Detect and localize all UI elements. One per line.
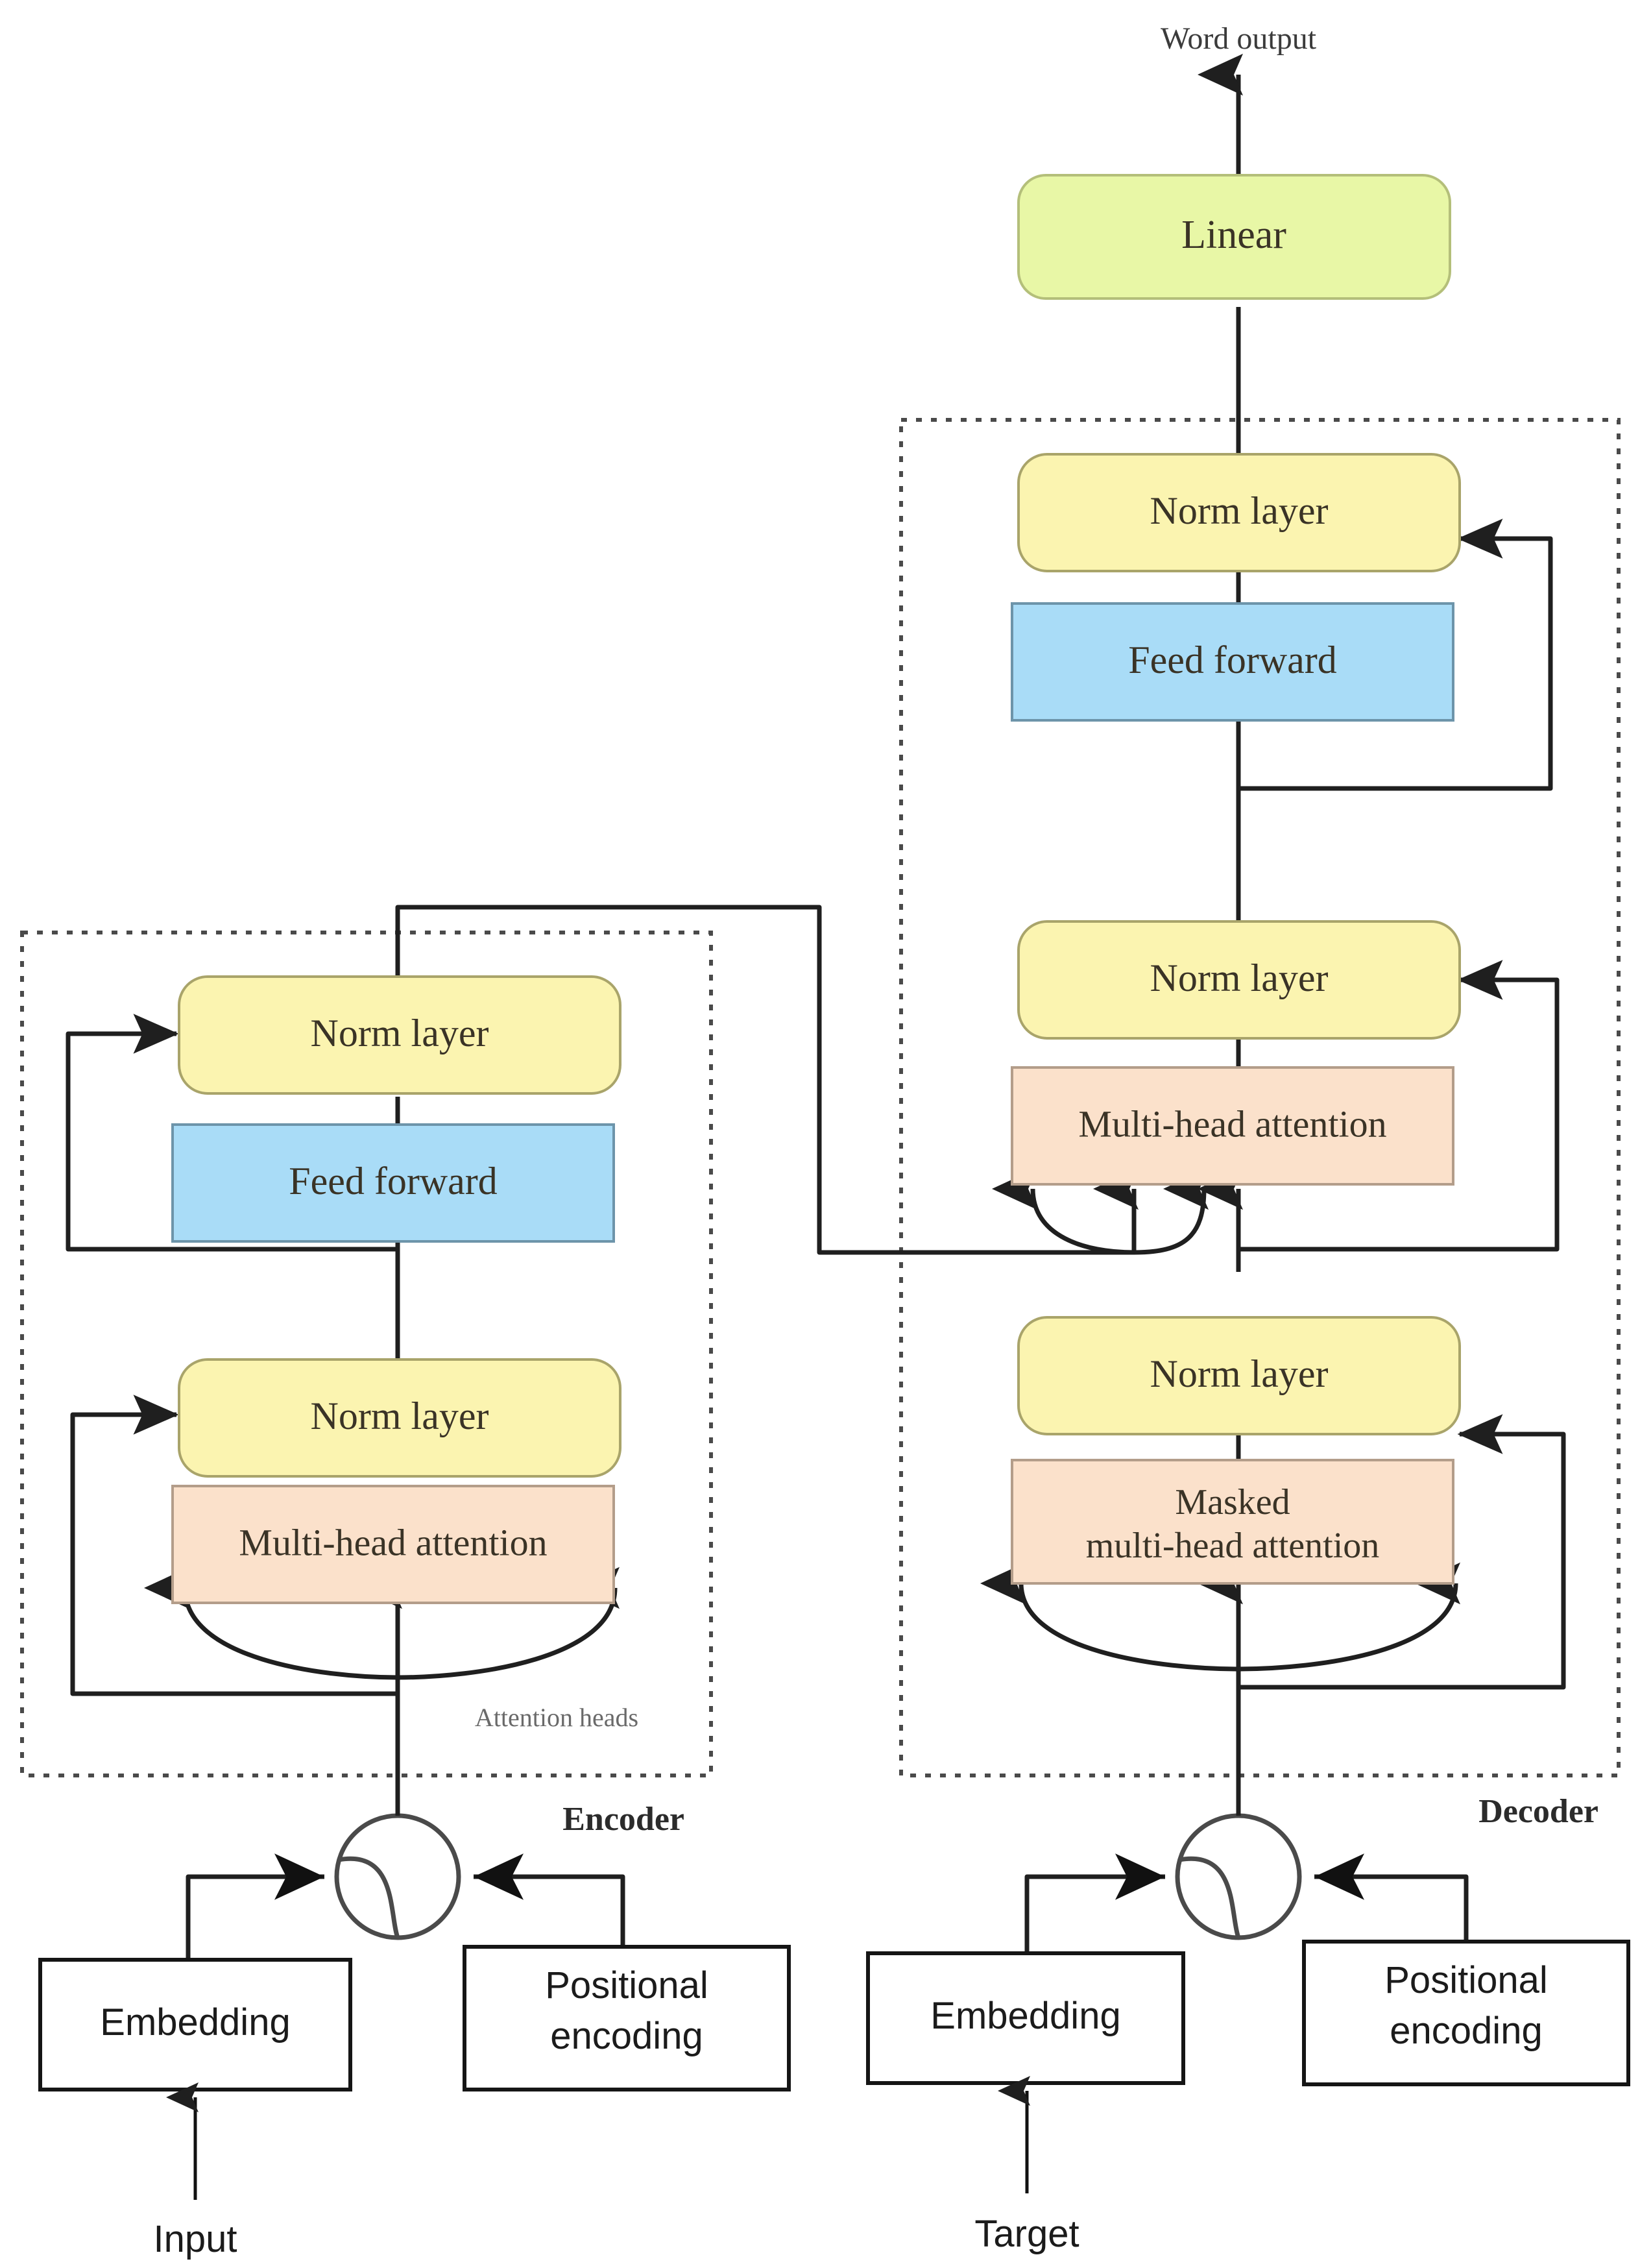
encoder-input-label: Input: [154, 2218, 237, 2260]
decoder-masked-attention-box[interactable]: [1011, 1459, 1454, 1585]
dec-masked-residual-path: [1238, 1414, 1566, 1690]
encoder-positional-encoding-box[interactable]: [463, 1945, 791, 2091]
decoder-embedding-label: Embedding: [930, 1995, 1120, 2037]
enc-posenc-to-sum-arrow: [474, 1853, 625, 1958]
dec-xattn-head-left-arrow: [992, 1167, 1135, 1255]
encoder-sum-scurve: [338, 1856, 400, 1939]
attention-heads-label: Attention heads: [475, 1703, 638, 1732]
decoder-norm-layer-1-label: Norm layer: [1150, 1352, 1329, 1395]
decoder-feed-forward-box[interactable]: [1011, 602, 1454, 722]
dec-masked-head-right-arrow: [1238, 1562, 1461, 1672]
dec-posenc-to-sum-arrow: [1314, 1853, 1469, 1953]
enc-embedding-to-sum-arrow: [186, 1853, 324, 1958]
enc-head-right-arrow: [397, 1567, 620, 1680]
linear-box-label: Linear: [1181, 213, 1286, 257]
dec-masked-head-left-arrow: [980, 1562, 1239, 1672]
decoder-sum-scurve: [1179, 1856, 1241, 1939]
decoder-sum-circle: [1175, 1813, 1302, 1940]
decoder-feed-forward-label: Feed forward: [1128, 639, 1337, 681]
encoder-group-label: Encoder: [562, 1801, 684, 1838]
dec-xattn-residual-path: [1238, 960, 1560, 1252]
decoder-cross-attention-label: Multi-head attention: [1078, 1103, 1386, 1145]
dec-ff-residual-path: [1238, 518, 1553, 791]
enc-ff-residual-path: [66, 1014, 398, 1252]
decoder-norm-layer-1-box[interactable]: [1017, 1316, 1461, 1435]
enc-attn-residual-path: [70, 1395, 398, 1696]
encoder-output-to-decoder-path: [395, 905, 1134, 1255]
encoder-attention-box[interactable]: [171, 1485, 615, 1604]
decoder-norm-layer-2-label: Norm layer: [1150, 957, 1329, 999]
encoder-sum-circle: [334, 1813, 461, 1940]
encoder-norm-layer-2-label: Norm layer: [311, 1012, 489, 1055]
decoder-norm-layer-2-box[interactable]: [1017, 920, 1461, 1040]
enc-head-left-arrow: [144, 1567, 398, 1680]
dec-embedding-to-sum-arrow: [1024, 1853, 1165, 1953]
encoder-positional-encoding-label-line2: encoding: [550, 2015, 703, 2057]
decoder-cross-attention-box[interactable]: [1011, 1066, 1454, 1186]
encoder-norm-layer-1-box[interactable]: [178, 1358, 621, 1478]
encoder-positional-encoding-label-line1: Positional: [545, 1964, 708, 2006]
word-output-label: Word output: [1161, 21, 1317, 56]
encoder-embedding-label: Embedding: [100, 2001, 290, 2043]
decoder-group-label: Decoder: [1478, 1793, 1598, 1830]
encoder-norm-layer-1-label: Norm layer: [311, 1395, 489, 1437]
decoder-norm-layer-3-label: Norm layer: [1150, 489, 1329, 532]
decoder-masked-attention-label-line1: Masked: [1175, 1482, 1290, 1522]
encoder-norm-layer-2-box[interactable]: [178, 975, 621, 1095]
encoder-attention-label: Multi-head attention: [239, 1521, 547, 1563]
decoder-positional-encoding-label-line2: encoding: [1390, 2010, 1542, 2052]
encoder-feed-forward-box[interactable]: [171, 1123, 615, 1243]
encoder-feed-forward-label: Feed forward: [289, 1160, 498, 1202]
decoder-target-label: Target: [974, 2213, 1079, 2255]
dec-xattn-head-right-arrow: [1133, 1167, 1209, 1255]
decoder-positional-encoding-box[interactable]: [1302, 1940, 1630, 2086]
decoder-norm-layer-3-box[interactable]: [1017, 453, 1461, 572]
encoder-embedding-box[interactable]: [38, 1958, 352, 2091]
decoder-group-border: [899, 418, 1621, 1777]
encoder-group-border: [20, 931, 713, 1777]
linear-box[interactable]: [1017, 174, 1451, 300]
decoder-masked-attention-label-line2: multi-head attention: [1086, 1526, 1380, 1566]
decoder-positional-encoding-label-line1: Positional: [1384, 1959, 1547, 2001]
